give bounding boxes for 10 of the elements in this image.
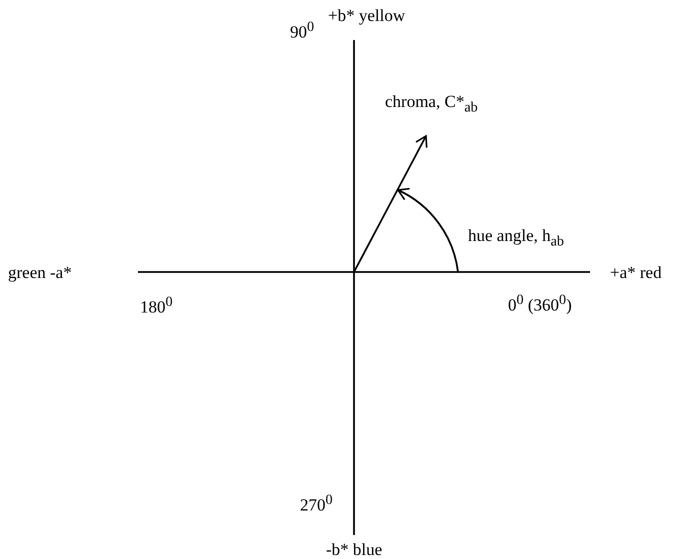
vector-label: chroma, C*$_{ab}$	[385, 92, 478, 118]
angle-label: 90$^{0}$	[290, 18, 314, 43]
axis-label: +a* red	[610, 263, 662, 283]
axis-label: -b* blue	[326, 540, 382, 559]
axis-label: green -a*	[8, 263, 72, 283]
angle-label: 270$^{0}$	[300, 491, 333, 516]
angle-label: 0$^{0}$ (360$^{0}$)	[508, 291, 572, 316]
angle-label: hue angle, h$_{ab}$	[468, 226, 564, 252]
angle-label: 180$^{0}$	[140, 293, 173, 318]
axis-label: +b* yellow	[328, 6, 406, 26]
